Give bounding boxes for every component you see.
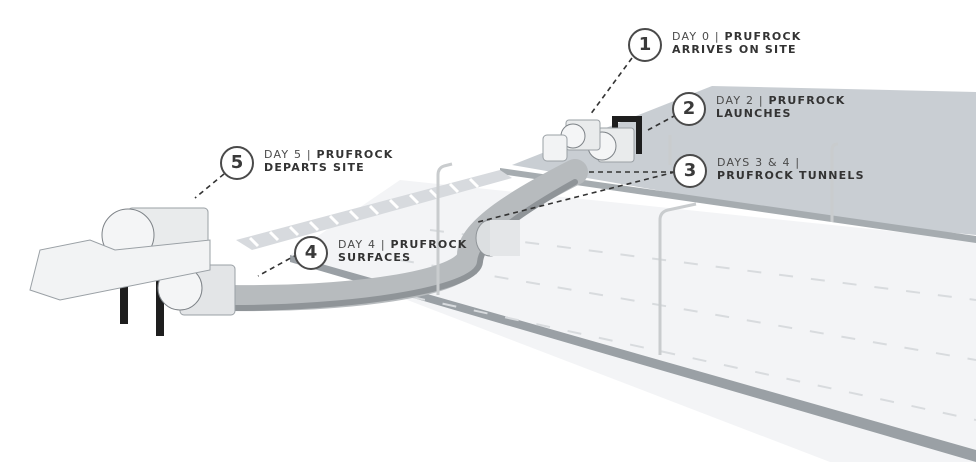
step-label-2: DAY 2 | PRUFROCK LAUNCHES [716,94,845,120]
step-label-3: DAYS 3 & 4 | PRUFROCK TUNNELS [717,156,865,182]
step-name-1: PRUFROCK [724,30,801,43]
step-day-4: DAY 4 | [338,238,390,251]
step-day-1: DAY 0 | [672,30,724,43]
departure-rig [30,208,235,336]
step-name-4: PRUFROCK [390,238,467,251]
step-name-2: PRUFROCK [768,94,845,107]
step-label-1: DAY 0 | PRUFROCK ARRIVES ON SITE [672,30,801,56]
step-number-4: 4 [294,236,328,270]
step-day-2: DAY 2 | [716,94,768,107]
callout-step-5: 5 DAY 5 | PRUFROCK DEPARTS SITE [220,146,393,180]
step-action-3: PRUFROCK TUNNELS [717,169,865,182]
step-day-5: DAY 5 | [264,148,316,161]
machine-tunneling [476,220,520,256]
step-day-3: DAYS 3 & 4 | [717,156,800,169]
step-number-5: 5 [220,146,254,180]
step-number-3: 3 [673,154,707,188]
step-number-1: 1 [628,28,662,62]
step-label-4: DAY 4 | PRUFROCK SURFACES [338,238,467,264]
callout-step-2: 2 DAY 2 | PRUFROCK LAUNCHES [672,92,845,126]
step-action-2: LAUNCHES [716,107,792,120]
step-action-4: SURFACES [338,251,411,264]
callout-step-3: 3 DAYS 3 & 4 | PRUFROCK TUNNELS [673,154,865,188]
callout-step-4: 4 DAY 4 | PRUFROCK SURFACES [294,236,467,270]
step-number-2: 2 [672,92,706,126]
step-action-5: DEPARTS SITE [264,161,365,174]
callout-step-1: 1 DAY 0 | PRUFROCK ARRIVES ON SITE [628,28,801,62]
step-name-5: PRUFROCK [316,148,393,161]
step-label-5: DAY 5 | PRUFROCK DEPARTS SITE [264,148,393,174]
step-action-1: ARRIVES ON SITE [672,43,797,56]
